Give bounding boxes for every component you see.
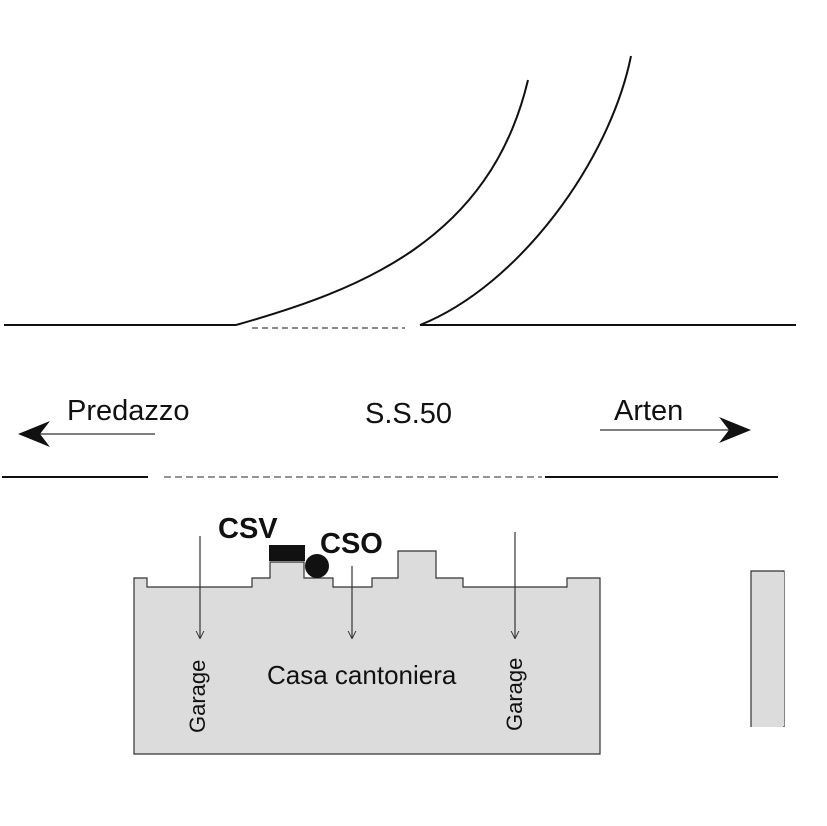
garage-right-label: Garage	[502, 658, 527, 731]
side-road-left-curve	[235, 79, 529, 326]
arten-label: Arten	[614, 395, 683, 427]
building-fill-cover	[135, 588, 599, 753]
arten-arrowhead-icon	[719, 417, 751, 443]
road-name-label: S.S.50	[365, 398, 452, 430]
building-label: Casa cantoniera	[267, 660, 457, 690]
csv-station-marker	[269, 545, 305, 561]
garage-left-label: Garage	[185, 660, 210, 733]
adjacent-building-fill	[752, 572, 784, 726]
side-road-right-curve	[419, 55, 632, 326]
direction-arten: Arten	[600, 395, 751, 443]
predazzo-label: Predazzo	[67, 395, 190, 427]
entry-arrows	[200, 532, 515, 638]
predazzo-arrowhead-icon	[18, 421, 50, 447]
direction-predazzo: Predazzo	[18, 395, 190, 447]
cso-label: CSO	[320, 528, 383, 560]
upper-road-edge	[4, 55, 796, 329]
csv-label: CSV	[218, 513, 278, 545]
building-casa-cantoniera	[133, 550, 601, 755]
cso-station-marker	[305, 554, 329, 578]
